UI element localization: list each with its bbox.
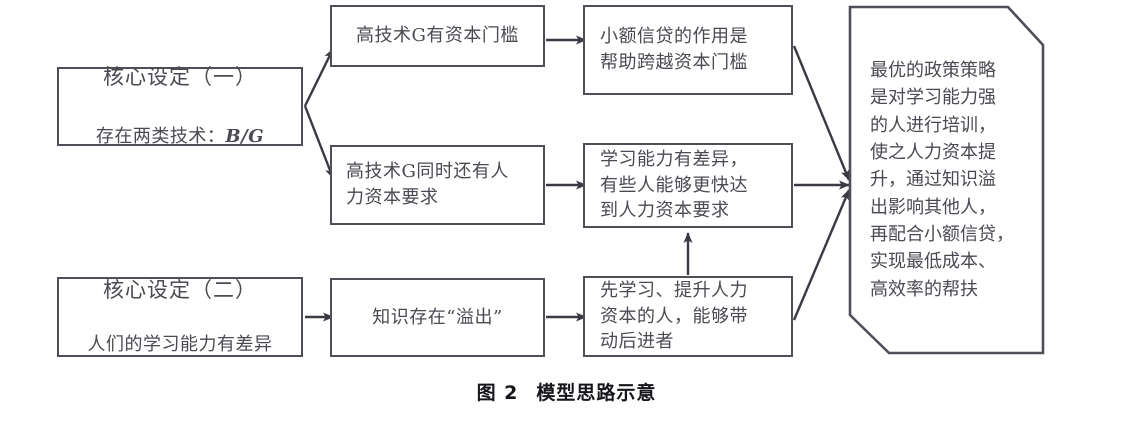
- node-tech-capital-threshold[interactable]: 高技术G有资本门槛: [330, 5, 545, 67]
- node-microcredit-role[interactable]: 小额信贷的作用是 帮助跨越资本门槛: [583, 5, 793, 95]
- node-tech-human-requirement[interactable]: 高技术G同时还有人 力资本要求: [330, 145, 545, 225]
- node-early-learners-lead[interactable]: 先学习、提升人力 资本的人，能够带 动后进者: [583, 276, 793, 357]
- core-setting-1-line2-prefix: 存在两类技术：: [95, 126, 226, 148]
- tech-human-text: 高技术G同时还有人 力资本要求: [346, 161, 509, 208]
- knowledge-spillover-text: 知识存在“溢出”: [372, 306, 503, 328]
- edge-core1-to-tech-human: [303, 105, 335, 179]
- conclusion-cut-corner-shape: [848, 5, 1045, 355]
- node-knowledge-spillover[interactable]: 知识存在“溢出”: [330, 278, 545, 357]
- tech-capital-text: 高技术G有资本门槛: [356, 25, 519, 47]
- core-setting-1-line1: 核心设定（一）: [103, 65, 257, 90]
- conclusion-text: 最优的政策策略 是对学习能力强 的人进行培训， 使之人力资本提 升，通过知识溢 …: [870, 59, 1014, 300]
- microcredit-text: 小额信贷的作用是 帮助跨越资本门槛: [600, 26, 748, 73]
- node-conclusion[interactable]: 最优的政策策略 是对学习能力强 的人进行培训， 使之人力资本提 升，通过知识溢 …: [848, 5, 1045, 355]
- edge-leaders-to-conclusion: [792, 189, 851, 321]
- core-setting-2-line1: 核心设定（二）: [103, 278, 257, 303]
- caption-label: 图 2: [476, 382, 519, 404]
- node-core-setting-2[interactable]: 核心设定（二） 人们的学习能力有差异: [57, 277, 303, 357]
- core-setting-1-line2: 存在两类技术：B/G: [59, 124, 301, 150]
- leaders-text: 先学习、提升人力 资本的人，能够带 动后进者: [600, 280, 748, 353]
- figure-caption: 图 2 模型思路示意: [0, 378, 1133, 405]
- node-core-setting-1[interactable]: 核心设定（一） 存在两类技术：B/G: [57, 65, 303, 147]
- edge-core1-to-tech-capital: [303, 48, 335, 107]
- ability-diff-text: 学习能力有差异， 有些人能够更快达 到人力资本要求: [600, 149, 748, 222]
- core-setting-2-line2: 人们的学习能力有差异: [87, 334, 273, 355]
- node-ability-difference[interactable]: 学习能力有差异， 有些人能够更快达 到人力资本要求: [583, 143, 793, 228]
- core-setting-1-tech-symbols: B/G: [225, 126, 265, 148]
- caption-title: 模型思路示意: [536, 382, 657, 404]
- edge-microcredit-to-conclusion: [792, 45, 851, 181]
